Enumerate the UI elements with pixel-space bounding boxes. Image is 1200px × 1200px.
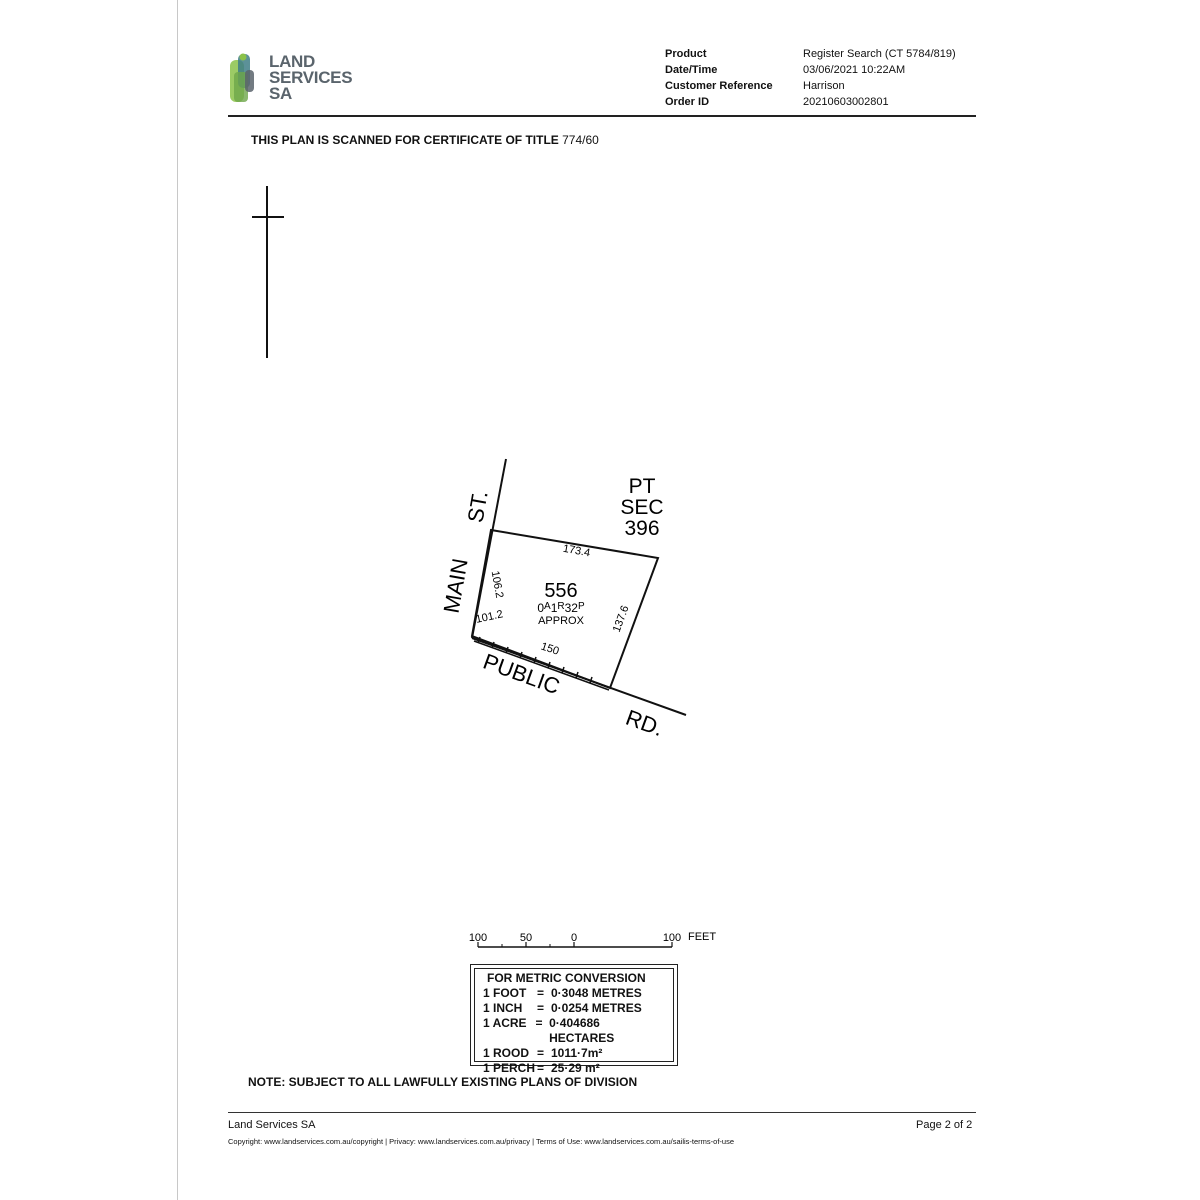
metric-value: 25·29 m² [551, 1061, 600, 1075]
scale-tick-label: 50 [520, 932, 532, 944]
page-edge [177, 0, 178, 1200]
dimension-top: 173.4 [562, 543, 591, 560]
metric-unit: 1 INCH [483, 1001, 523, 1015]
meta-label: Order ID [665, 96, 710, 108]
section-number: 396 [624, 517, 659, 540]
area-roods: 1 [551, 601, 558, 615]
metric-row: 1 ROOD = 1011·7m² [483, 1046, 665, 1061]
logo-line: SERVICES [269, 68, 353, 87]
metric-row: 1 PERCH = 25·29 m² [483, 1061, 665, 1076]
footer-divider [228, 1112, 976, 1113]
metric-title: FOR METRIC CONVERSION [487, 971, 646, 985]
plan-title: THIS PLAN IS SCANNED FOR CERTIFICATE OF … [251, 133, 599, 147]
order-metadata: Product Register Search (CT 5784/819) Da… [665, 46, 956, 110]
dimension-right: 137.6 [611, 604, 632, 634]
metric-unit: 1 FOOT [483, 986, 527, 1000]
parcel-outline [470, 528, 660, 690]
scale-bar [477, 942, 673, 948]
area-perches-unit: P [578, 601, 585, 612]
metric-value: 0·3048 METRES [551, 986, 642, 1000]
street-label-st: ST. [463, 489, 493, 525]
metric-unit: 1 ACRE [483, 1016, 527, 1030]
road-label-rd: RD. [622, 705, 666, 741]
meta-label: Customer Reference [665, 80, 773, 92]
dimension-bottom: 150 [539, 641, 560, 658]
dimension-left-lower: 101.2 [475, 608, 504, 625]
metric-row: 1 INCH = 0·0254 METRES [483, 1001, 665, 1016]
land-services-logo [230, 53, 254, 102]
scale-tick-label: 0 [571, 932, 577, 944]
road-frontage-hatching [473, 636, 610, 691]
scale-unit: FEET [688, 931, 716, 943]
north-arrow-icon [252, 186, 284, 358]
section-label-pt: PT [629, 475, 656, 498]
area-perches: 32 [565, 601, 579, 615]
meta-value: Register Search (CT 5784/819) [803, 48, 956, 60]
metric-value: 0·0254 METRES [551, 1001, 642, 1015]
scale-tick-label: 100 [663, 932, 681, 944]
page-number: Page 2 of 2 [916, 1119, 973, 1131]
lot-number: 556 [544, 580, 577, 602]
lot-approx: APPROX [538, 615, 585, 627]
footer-organisation: Land Services SA [228, 1119, 316, 1131]
meta-value: 20210603002801 [803, 96, 889, 108]
metric-conversion-box: FOR METRIC CONVERSION 1 FOOT = 0·3048 ME… [470, 964, 678, 1075]
meta-row-order-id: Order ID 20210603002801 [665, 94, 956, 110]
meta-row-customer-reference: Customer Reference Harrison [665, 78, 956, 94]
footer-links: Copyright: www.landservices.com.au/copyr… [228, 1137, 735, 1146]
plan-note: NOTE: SUBJECT TO ALL LAWFULLY EXISTING P… [248, 1075, 638, 1089]
metric-equals: = [537, 1001, 545, 1015]
lot-area: 0A1R32P [537, 601, 585, 615]
area-acres-unit: A [544, 601, 551, 612]
plan-title-ref: 774/60 [562, 133, 599, 147]
meta-row-product: Product Register Search (CT 5784/819) [665, 46, 956, 62]
logo-line: SA [269, 84, 293, 103]
plan-title-text: THIS PLAN IS SCANNED FOR CERTIFICATE OF … [251, 133, 559, 147]
meta-label: Date/Time [665, 64, 718, 76]
meta-value: Harrison [803, 80, 845, 92]
street-label-main: MAIN [439, 556, 473, 615]
metric-equals: = [537, 986, 545, 1000]
metric-value: 0·404686 HECTARES [549, 1016, 615, 1045]
dimension-left-upper: 106.2 [489, 570, 506, 599]
meta-row-datetime: Date/Time 03/06/2021 10:22AM [665, 62, 956, 78]
area-acres: 0 [537, 601, 544, 615]
metric-equals: = [535, 1016, 543, 1030]
meta-value: 03/06/2021 10:22AM [803, 64, 906, 76]
metric-row: 1 ACRE = 0·404686 HECTARES [483, 1016, 665, 1046]
section-label-sec: SEC [620, 496, 663, 519]
metric-unit: 1 PERCH [483, 1061, 536, 1075]
metric-equals: = [537, 1061, 545, 1075]
header-divider [228, 115, 976, 117]
metric-conversion-inner: FOR METRIC CONVERSION 1 FOOT = 0·3048 ME… [474, 968, 674, 1075]
metric-row: 1 FOOT = 0·3048 METRES [483, 986, 665, 1001]
area-roods-unit: R [557, 601, 564, 612]
meta-label: Product [665, 48, 707, 60]
logo-line: LAND [269, 52, 316, 71]
metric-equals: = [537, 1046, 545, 1060]
scale-tick-label: 100 [469, 932, 487, 944]
metric-value: 1011·7m² [551, 1046, 603, 1060]
logo-wordmark: LAND SERVICES SA [269, 52, 353, 103]
metric-unit: 1 ROOD [483, 1046, 530, 1060]
